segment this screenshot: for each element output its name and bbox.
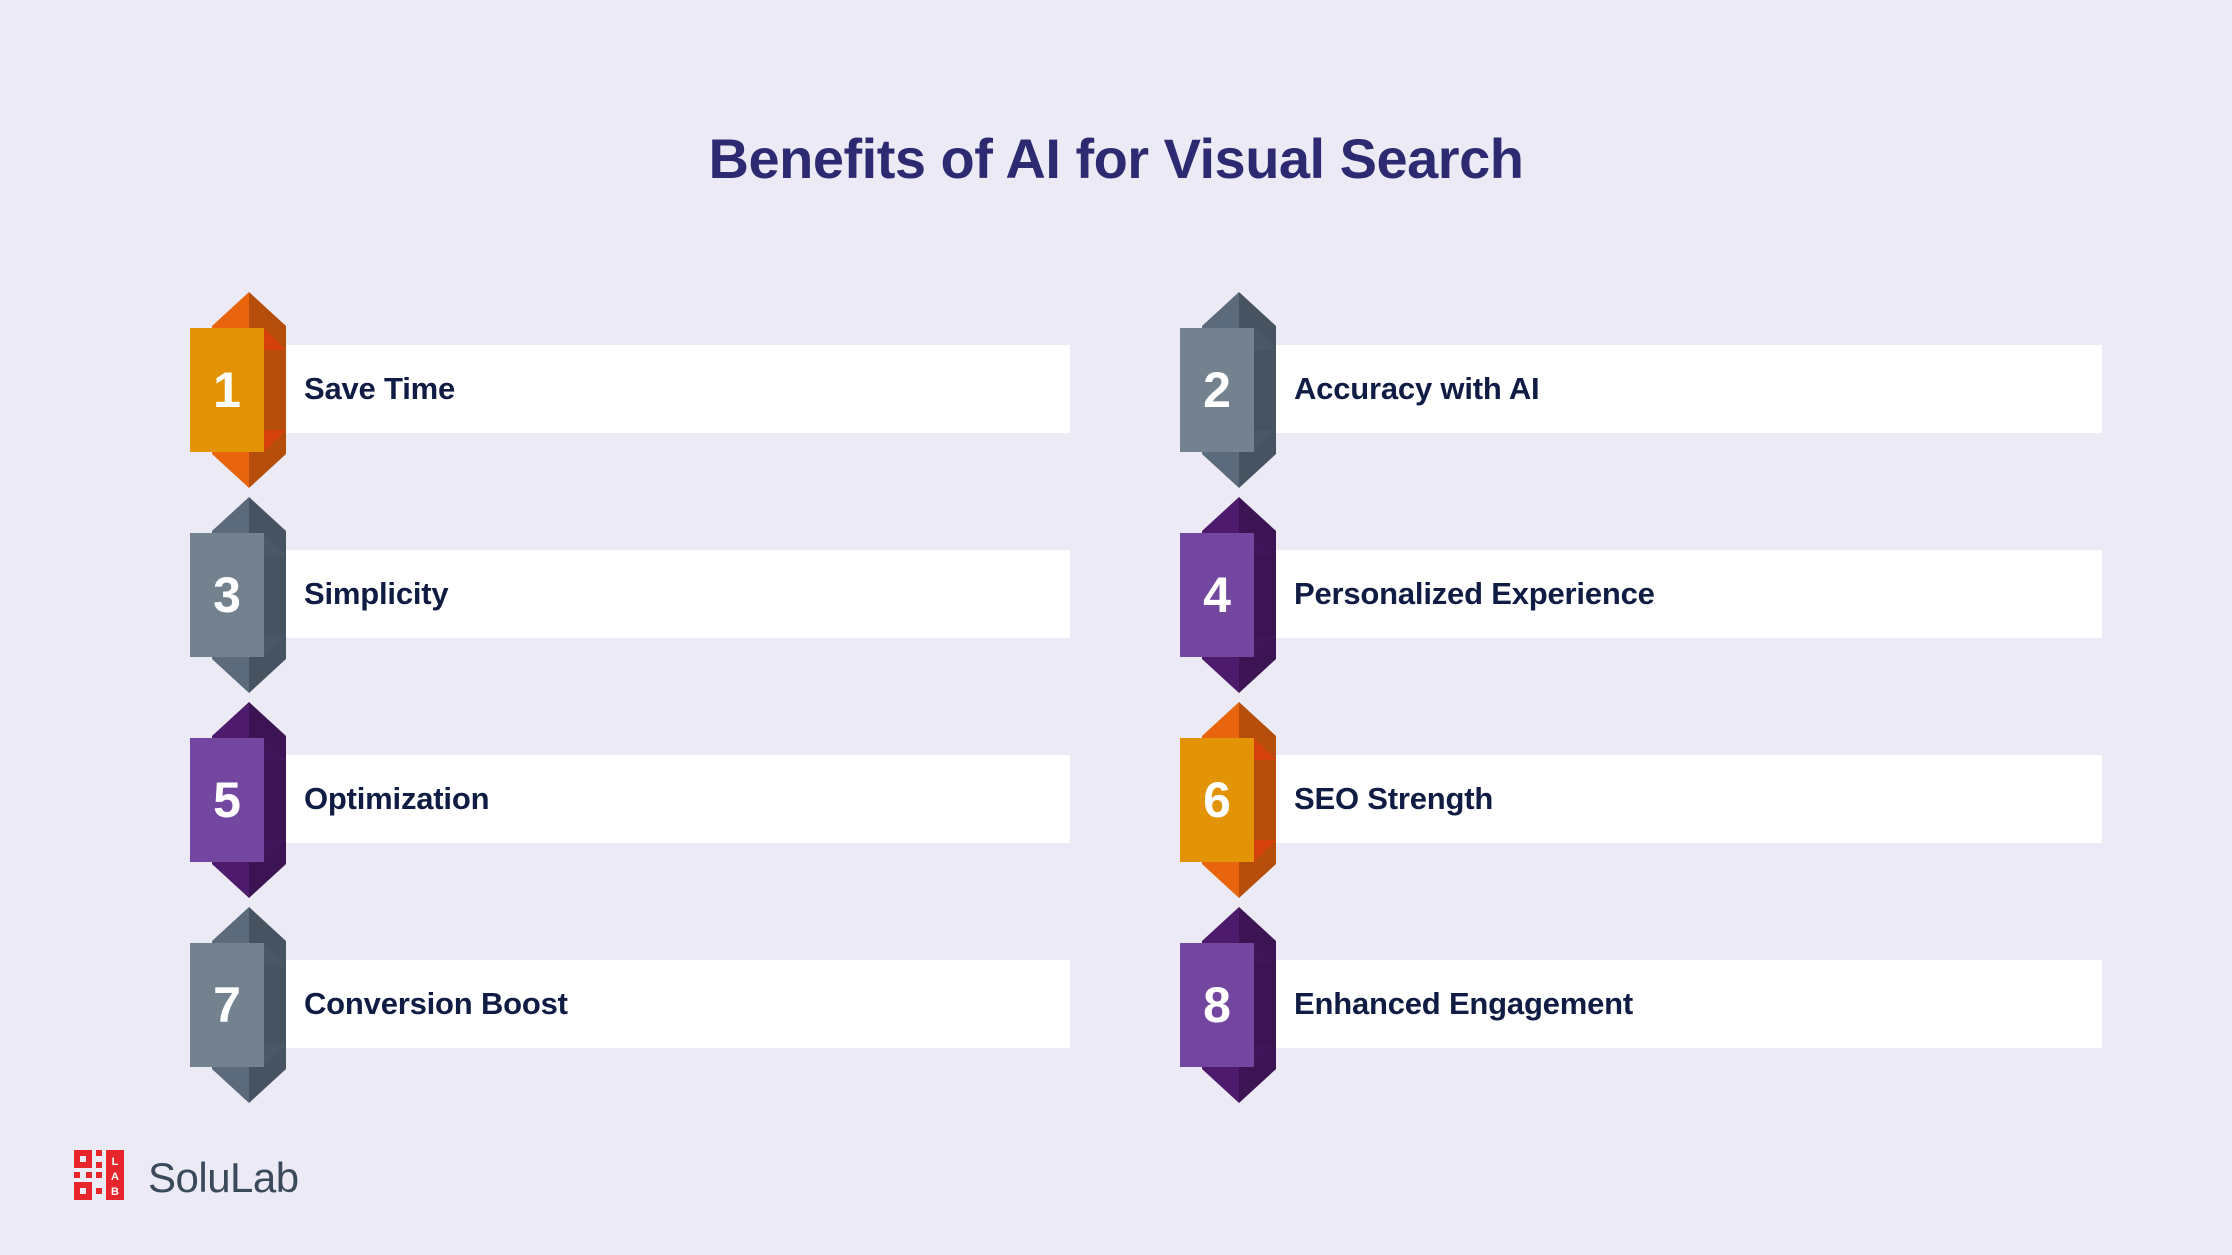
badge-number: 4 bbox=[1203, 567, 1231, 623]
benefit-row[interactable]: Save Time 1 bbox=[190, 292, 1070, 497]
benefit-row[interactable]: Optimization 5 bbox=[190, 702, 1070, 907]
benefit-label-bar: Accuracy with AI bbox=[1232, 345, 2102, 433]
benefit-label: Optimization bbox=[304, 781, 490, 816]
benefit-row[interactable]: Personalized Experience 4 bbox=[1180, 497, 2102, 702]
benefit-row[interactable]: Simplicity 3 bbox=[190, 497, 1070, 702]
badge-plate: 7 bbox=[190, 943, 264, 1067]
solulab-logo-mark: L A B bbox=[74, 1150, 124, 1200]
badge-number: 2 bbox=[1203, 362, 1231, 418]
badge-plate: 3 bbox=[190, 533, 264, 657]
badge-plate: 5 bbox=[190, 738, 264, 862]
benefit-number-badge: 2 bbox=[1180, 292, 1276, 488]
benefit-number-badge: 8 bbox=[1180, 907, 1276, 1103]
badge-plate: 4 bbox=[1180, 533, 1254, 657]
benefit-number-badge: 6 bbox=[1180, 702, 1276, 898]
benefit-label-bar: Optimization bbox=[242, 755, 1070, 843]
benefit-number-badge: 4 bbox=[1180, 497, 1276, 693]
solulab-wordmark: SoluLab bbox=[148, 1154, 299, 1201]
benefit-row[interactable]: Accuracy with AI 2 bbox=[1180, 292, 2102, 497]
benefit-number-badge: 5 bbox=[190, 702, 286, 898]
solulab-logo: L A B SoluLab bbox=[74, 1150, 299, 1206]
badge-number: 5 bbox=[213, 772, 241, 828]
benefit-label: Simplicity bbox=[304, 576, 449, 611]
benefit-label: SEO Strength bbox=[1294, 781, 1494, 816]
benefit-number-badge: 3 bbox=[190, 497, 286, 693]
badge-plate: 6 bbox=[1180, 738, 1254, 862]
svg-text:L: L bbox=[112, 1156, 119, 1168]
badge-number: 6 bbox=[1203, 772, 1231, 828]
benefit-label: Enhanced Engagement bbox=[1294, 986, 1633, 1021]
benefit-label-bar: Enhanced Engagement bbox=[1232, 960, 2102, 1048]
benefit-label-bar: Simplicity bbox=[242, 550, 1070, 638]
badge-number: 1 bbox=[213, 362, 241, 418]
badge-number: 7 bbox=[213, 977, 241, 1033]
benefit-number-badge: 7 bbox=[190, 907, 286, 1103]
badge-number: 3 bbox=[213, 567, 241, 623]
badge-plate: 2 bbox=[1180, 328, 1254, 452]
benefit-row[interactable]: Enhanced Engagement 8 bbox=[1180, 907, 2102, 1112]
benefit-label-bar: Conversion Boost bbox=[242, 960, 1070, 1048]
benefit-label: Accuracy with AI bbox=[1294, 371, 1540, 406]
badge-plate: 8 bbox=[1180, 943, 1254, 1067]
benefit-row[interactable]: SEO Strength 6 bbox=[1180, 702, 2102, 907]
benefit-label-bar: SEO Strength bbox=[1232, 755, 2102, 843]
benefit-row[interactable]: Conversion Boost 7 bbox=[190, 907, 1070, 1112]
page-title: Benefits of AI for Visual Search bbox=[708, 127, 1524, 190]
benefit-label-bar: Personalized Experience bbox=[1232, 550, 2102, 638]
svg-text:B: B bbox=[111, 1186, 119, 1198]
benefit-label-bar: Save Time bbox=[242, 345, 1070, 433]
benefit-number-badge: 1 bbox=[190, 292, 286, 488]
benefit-label: Save Time bbox=[304, 371, 456, 406]
badge-number: 8 bbox=[1203, 977, 1231, 1033]
badge-plate: 1 bbox=[190, 328, 264, 452]
benefit-label: Personalized Experience bbox=[1294, 576, 1655, 611]
benefit-label: Conversion Boost bbox=[304, 986, 568, 1021]
svg-text:A: A bbox=[111, 1171, 119, 1183]
